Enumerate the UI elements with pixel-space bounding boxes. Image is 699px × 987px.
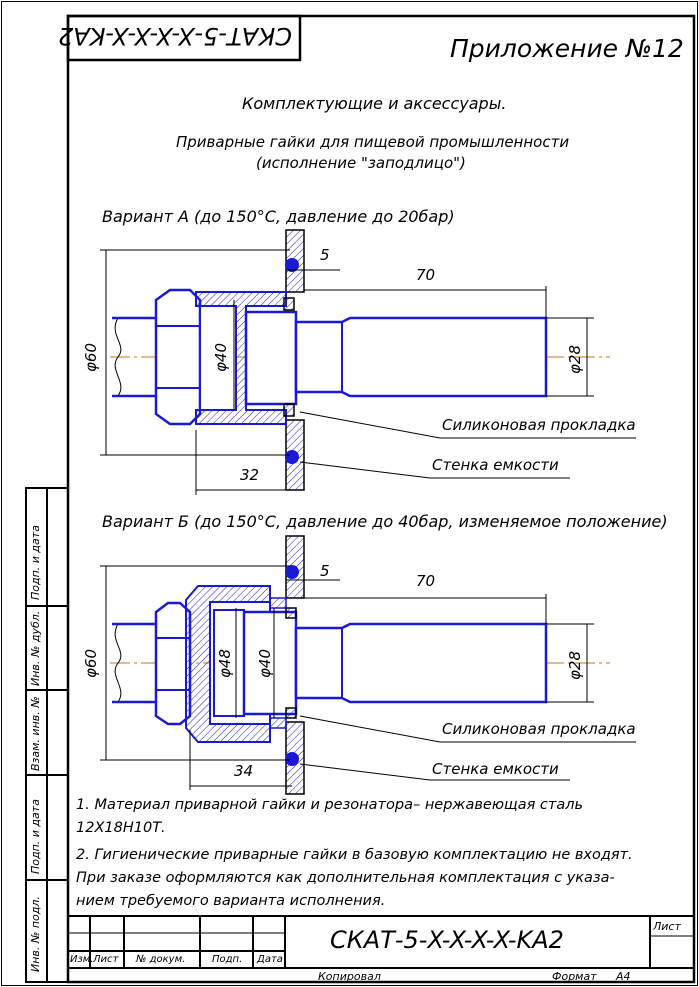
title-col-podp: Подп. [212, 954, 243, 965]
note-2-line-3: нием требуемого варианта исполнения. [76, 893, 386, 909]
note-1-line-2: 12Х18Н10Т. [76, 820, 166, 836]
title-format-label: Формат [552, 970, 597, 983]
variant-a-dim-5: 5 [320, 246, 330, 264]
variant-a-dim-32: 32 [240, 466, 260, 484]
variant-a-wall-label: Стенка емкости [432, 456, 559, 474]
variant-a-gasket-label: Силиконовая прокладка [442, 416, 636, 434]
side-label-podp-data-1: Подп. и дата [29, 525, 42, 600]
title-col-data: Дата [257, 954, 283, 965]
note-2-line-1: 2. Гигиенические приварные гайки в базов… [76, 847, 633, 863]
title-col-nodoc: № докум. [136, 954, 186, 965]
title-list-label: Лист [653, 920, 681, 933]
gasket-bottom [283, 403, 295, 417]
variant-b-wall-label: Стенка емкости [432, 760, 559, 778]
weld-bottom [285, 752, 299, 766]
variant-b-dim-40: φ40 [256, 649, 274, 678]
subtitle-line-1: Приварные гайки для пищевой промышленнос… [176, 133, 570, 151]
hex-nut [154, 601, 192, 726]
side-label-inv-dubl: Инв. № дубл. [29, 610, 42, 686]
variant-a-dim-60: φ60 [82, 343, 100, 372]
gasket-top [283, 297, 295, 311]
variant-a-dim-28: φ28 [566, 345, 584, 374]
variant-b-dim-60: φ60 [82, 649, 100, 678]
section-title: Комплектующие и аксессуары. [242, 94, 507, 113]
variant-b-dim-28: φ28 [566, 651, 584, 680]
probe-body [294, 622, 548, 704]
gasket-bottom [285, 707, 297, 719]
note-1-line-1: 1. Материал приварной гайки и резонатора… [76, 797, 584, 813]
title-col-izm: Изм. [70, 954, 94, 965]
gasket-top [285, 607, 297, 619]
side-stamp [25, 487, 69, 983]
title-col-list: Лист [93, 954, 119, 965]
variant-b-dim-5: 5 [320, 562, 330, 580]
weld-top [285, 565, 299, 579]
title-block-code: СКАТ-5-X-X-X-X-KA2 [330, 926, 564, 954]
title-format-value: А4 [616, 970, 631, 983]
note-2-line-2: При заказе оформляются как дополнительна… [76, 870, 615, 886]
variant-a-title: Вариант А (до 150°С, давление до 20бар) [102, 207, 455, 226]
probe-body [294, 316, 548, 398]
weld-top [285, 258, 299, 272]
variant-b-dim-70: 70 [416, 572, 436, 590]
variant-a-dim-40: φ40 [212, 343, 230, 372]
appendix-title: Приложение №12 [450, 34, 684, 63]
subtitle-line-2: (исполнение "заподлицо") [256, 154, 466, 172]
side-label-vzam-inv: Взам. инв. № [29, 696, 42, 771]
variant-b-title: Вариант Б (до 150°С, давление до 40бар, … [102, 512, 668, 531]
variant-b-drawing [100, 535, 636, 795]
hex-nut [154, 288, 202, 426]
top-stamp-code: СКАТ-5-X-X-X-X-KA2 [58, 22, 292, 50]
variant-b-gasket-label: Силиконовая прокладка [442, 720, 636, 738]
variant-b-dim-34: 34 [234, 762, 254, 780]
title-kopiroval: Копировал [318, 970, 381, 983]
side-label-podp-data-2: Подп. и дата [29, 799, 42, 874]
side-label-inv-podl: Инв. № подл. [29, 896, 42, 972]
variant-a-drawing [100, 229, 636, 495]
top-stamp-box [66, 14, 302, 62]
variant-b-dim-48: φ48 [216, 649, 234, 678]
weld-bottom [285, 450, 299, 464]
variant-a-dim-70: 70 [416, 266, 436, 284]
title-block [68, 915, 694, 969]
